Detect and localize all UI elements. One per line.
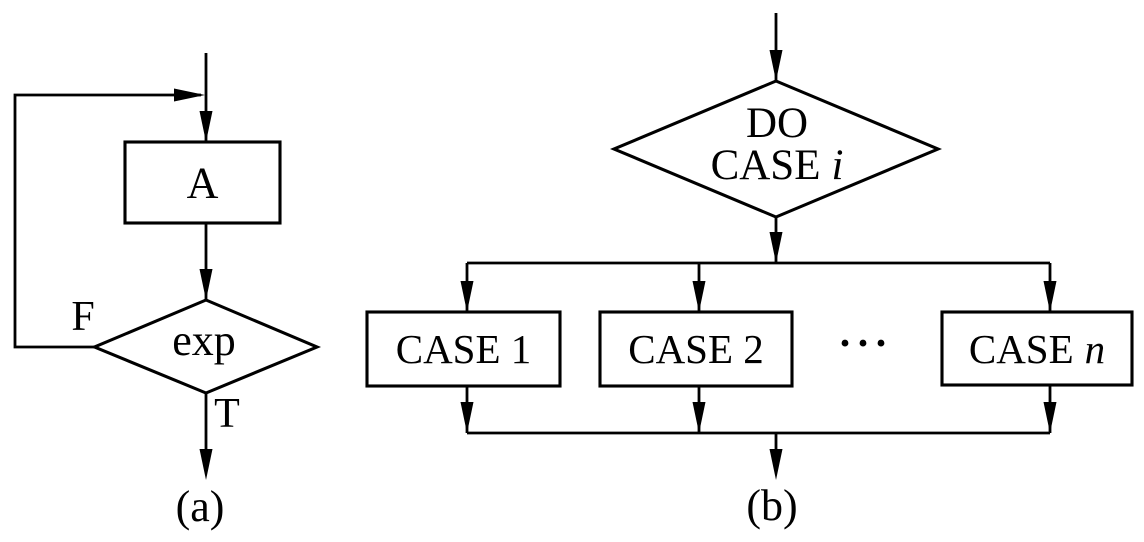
decision-diamond-a-label: exp	[172, 316, 236, 365]
case2-box	[598, 310, 794, 388]
merge-arrowhead-case1-icon	[460, 402, 474, 433]
box-to-diamond-arrowhead-a-icon	[199, 269, 213, 300]
case2-box-label: CASE 2	[628, 326, 764, 372]
diamond-to-split-arrowhead-icon	[769, 232, 783, 263]
decision-diamond-b-line2-var: i	[831, 142, 843, 189]
entry-arrowhead-b-icon	[769, 50, 783, 81]
branch-arrowhead-casen-icon	[1043, 281, 1057, 312]
casen-box-label-var: n	[1085, 326, 1106, 372]
false-branch-label: F	[71, 294, 94, 340]
process-box-a	[123, 140, 282, 225]
casen-box-label-prefix: CASE	[969, 326, 1074, 372]
casen-box	[940, 310, 1134, 387]
decision-diamond-b-line2-prefix: CASE	[711, 142, 821, 189]
diagram-a: A exp F T (a)	[13, 53, 322, 531]
caption-a: (a)	[176, 482, 225, 531]
case1-box	[365, 310, 562, 388]
branch-arrowhead-case1-icon	[460, 281, 474, 312]
true-branch-label: T	[214, 391, 240, 437]
merge-arrowhead-casen-icon	[1043, 402, 1057, 433]
loop-back-line	[13, 93, 201, 349]
exit-arrowhead-a-icon	[199, 449, 213, 480]
branch-arrowhead-case2-icon	[692, 281, 706, 312]
caption-b: (b)	[746, 481, 797, 530]
decision-diamond-b-line1: DO	[746, 100, 808, 147]
exit-arrowhead-b-icon	[769, 449, 783, 480]
entry-arrowhead-a-icon	[199, 111, 213, 142]
process-box-a-label: A	[187, 159, 219, 208]
ellipsis-label: ···	[838, 321, 892, 367]
merge-arrowhead-case2-icon	[692, 402, 706, 433]
case1-box-label: CASE 1	[396, 326, 532, 372]
loop-arrowhead-right-icon	[174, 88, 205, 102]
